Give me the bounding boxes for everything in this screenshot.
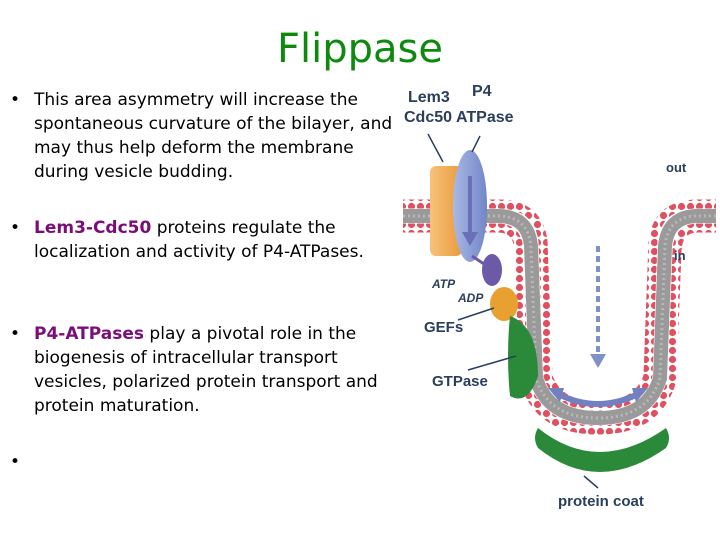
- atp-binding-domain: [482, 254, 502, 286]
- flippase-figure: Lem3 Cdc50 P4 ATPase out in ATP ADP GEFs…: [398, 76, 716, 516]
- lipid-tail-lines: [403, 214, 716, 420]
- bullet-marker: •: [10, 218, 21, 238]
- atp-linker: [471, 254, 485, 266]
- bullet-text: P4-ATPases play a pivotal role in the bi…: [34, 322, 395, 418]
- label-lem3: Lem3: [408, 89, 450, 106]
- label-atpase: ATPase: [456, 109, 514, 126]
- label-cdc50: Cdc50: [404, 109, 452, 126]
- label-in: in: [674, 248, 686, 263]
- bullet-item-p4: • P4-ATPases play a pivotal role in the …: [10, 322, 395, 418]
- label-atp: ATP: [431, 277, 456, 291]
- label-gefs: GEFs: [424, 319, 463, 336]
- label-adp: ADP: [457, 291, 484, 305]
- label-protein-coat: protein coat: [558, 493, 644, 510]
- bullet-marker: •: [10, 324, 21, 344]
- bullet-body: This area asymmetry will increase the sp…: [34, 90, 393, 182]
- bullet-body: proteins regulate the localization and a…: [34, 218, 364, 262]
- gefs-leader-line: [457, 307, 495, 321]
- bullet-marker: •: [10, 452, 21, 472]
- bullet-text: This area asymmetry will increase the sp…: [34, 88, 395, 184]
- bullet-marker: •: [10, 90, 21, 110]
- bullet-keyword: P4-ATPases: [34, 324, 145, 344]
- gtpase-leader-line: [467, 355, 517, 371]
- flip-arrow-head-icon: [462, 232, 478, 246]
- curvature-arrow-right-icon: [632, 388, 648, 402]
- curvature-arrow-left-icon: [548, 388, 564, 402]
- inner-leaflet-heads: [403, 223, 716, 435]
- bullet-body: play a pivotal role in the biogenesis of…: [34, 324, 378, 416]
- bullet-item-asymmetry: • This area asymmetry will increase the …: [10, 88, 395, 184]
- gtpase-protein: [508, 316, 538, 399]
- gef-protein: [490, 287, 518, 321]
- lem3-leader-line: [427, 133, 444, 163]
- vesicle-budding-diagram: Lem3 Cdc50 P4 ATPase out in ATP ADP GEFs…: [403, 83, 716, 510]
- label-gtpase: GTPase: [432, 373, 488, 390]
- protein-coat-shape: [535, 428, 669, 472]
- atpase-leader-line: [471, 135, 481, 153]
- label-p4: P4: [472, 83, 492, 100]
- coat-leader-line: [583, 475, 599, 489]
- slide-title: Flippase: [277, 26, 443, 72]
- bullet-item-lem3: • Lem3-Cdc50 proteins regulate the local…: [10, 216, 395, 264]
- label-out: out: [666, 160, 687, 175]
- bullet-keyword: Lem3-Cdc50: [34, 218, 152, 238]
- budding-arrow-head-icon: [590, 354, 606, 368]
- curvature-arrow: [556, 391, 640, 407]
- bullet-text: Lem3-Cdc50 proteins regulate the localiz…: [34, 216, 395, 264]
